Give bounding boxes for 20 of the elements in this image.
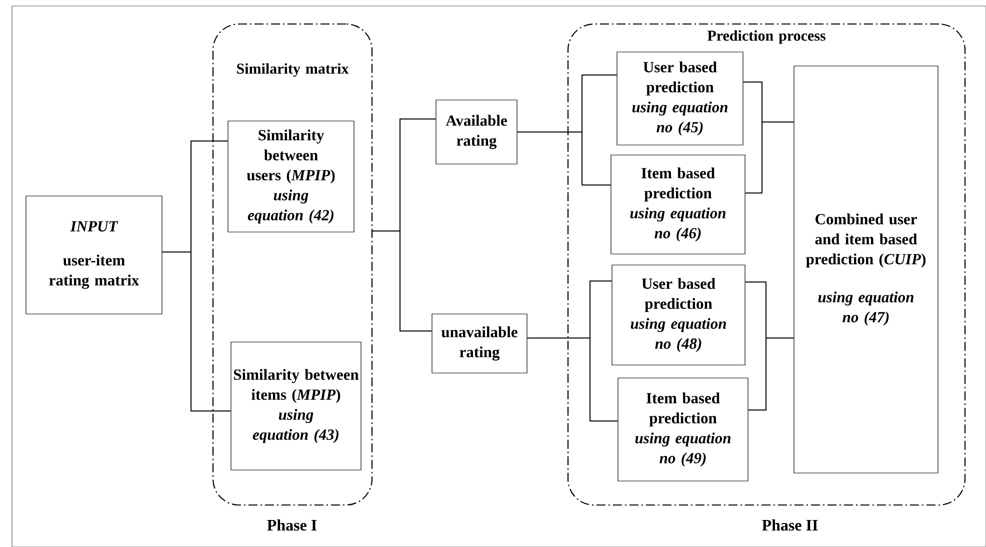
process-box: INPUT user-item rating matrix xyxy=(26,196,162,314)
process-box: unavailable rating xyxy=(432,314,528,374)
connector-line xyxy=(372,230,432,332)
phase-label: Phase II xyxy=(762,519,818,531)
process-box: Similarity between users (MPIP) using equation (42) xyxy=(228,120,354,232)
process-box: User based prediction using equation no (45) xyxy=(616,52,744,146)
connector-line xyxy=(162,252,232,412)
process-box: Item based prediction using equation no (49) xyxy=(618,378,748,482)
connector-line xyxy=(516,132,612,186)
group-heading: Similarity matrix xyxy=(237,63,349,77)
process-box: Item based prediction using equation no (46) xyxy=(610,154,746,254)
group-heading: Prediction process xyxy=(707,30,826,44)
process-box: Available rating xyxy=(436,100,518,164)
process-box: Similarity between items (MPIP) using equation (43) xyxy=(230,342,362,470)
process-box: Combined user and item based prediction (CUIP) using equation no (47) xyxy=(794,66,938,474)
connector-line xyxy=(744,122,794,194)
phase-label: Phase I xyxy=(267,519,317,531)
process-box: User based prediction using equation no (48) xyxy=(612,264,746,366)
connector-line xyxy=(748,338,794,410)
connector-line xyxy=(526,338,618,422)
